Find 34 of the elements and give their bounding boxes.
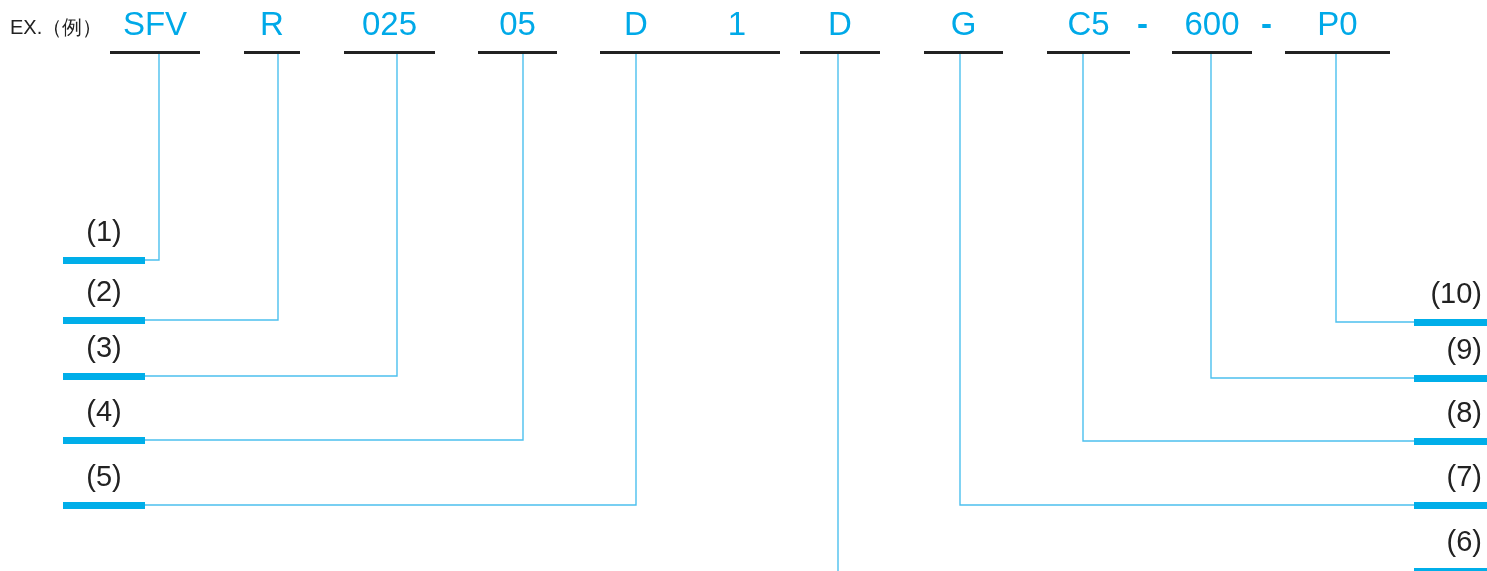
code-segment: C5 (1047, 0, 1130, 54)
leader-line (144, 53, 524, 441)
code-segment: P0 (1285, 0, 1390, 54)
label-bar: (1) (63, 214, 145, 264)
leader-line (144, 53, 398, 377)
leader-line (144, 53, 160, 261)
code-segment: SFV (110, 0, 200, 54)
label-bar: (3) (63, 330, 145, 380)
code-segment: R (244, 0, 300, 54)
leader-line (144, 53, 279, 321)
label-bar: (9) (1414, 332, 1487, 382)
leader-line (1082, 53, 1415, 442)
hyphen: - (1261, 4, 1272, 43)
code-segment: 600 (1172, 0, 1252, 54)
example-label: EX.（例） (10, 15, 103, 40)
code-letter: D (624, 4, 648, 44)
leader-line (1210, 53, 1415, 379)
label-bar: (4) (63, 394, 145, 444)
label-bar: (7) (1414, 459, 1487, 509)
hyphen: - (1137, 4, 1148, 43)
label-bar: (10) (1414, 276, 1487, 326)
code-segment: D (800, 0, 880, 54)
code-segment: 025 (344, 0, 435, 54)
label-bar: (6) (1414, 524, 1487, 571)
leader-line (959, 53, 1415, 506)
leader-line (837, 53, 839, 571)
leader-line (1335, 53, 1415, 323)
code-letter: 1 (727, 4, 747, 44)
leader-line (144, 53, 637, 506)
label-bar: (2) (63, 274, 145, 324)
code-segment: 05 (478, 0, 557, 54)
label-bar: (5) (63, 459, 145, 509)
code-segment: G (924, 0, 1003, 54)
label-bar: (8) (1414, 395, 1487, 445)
